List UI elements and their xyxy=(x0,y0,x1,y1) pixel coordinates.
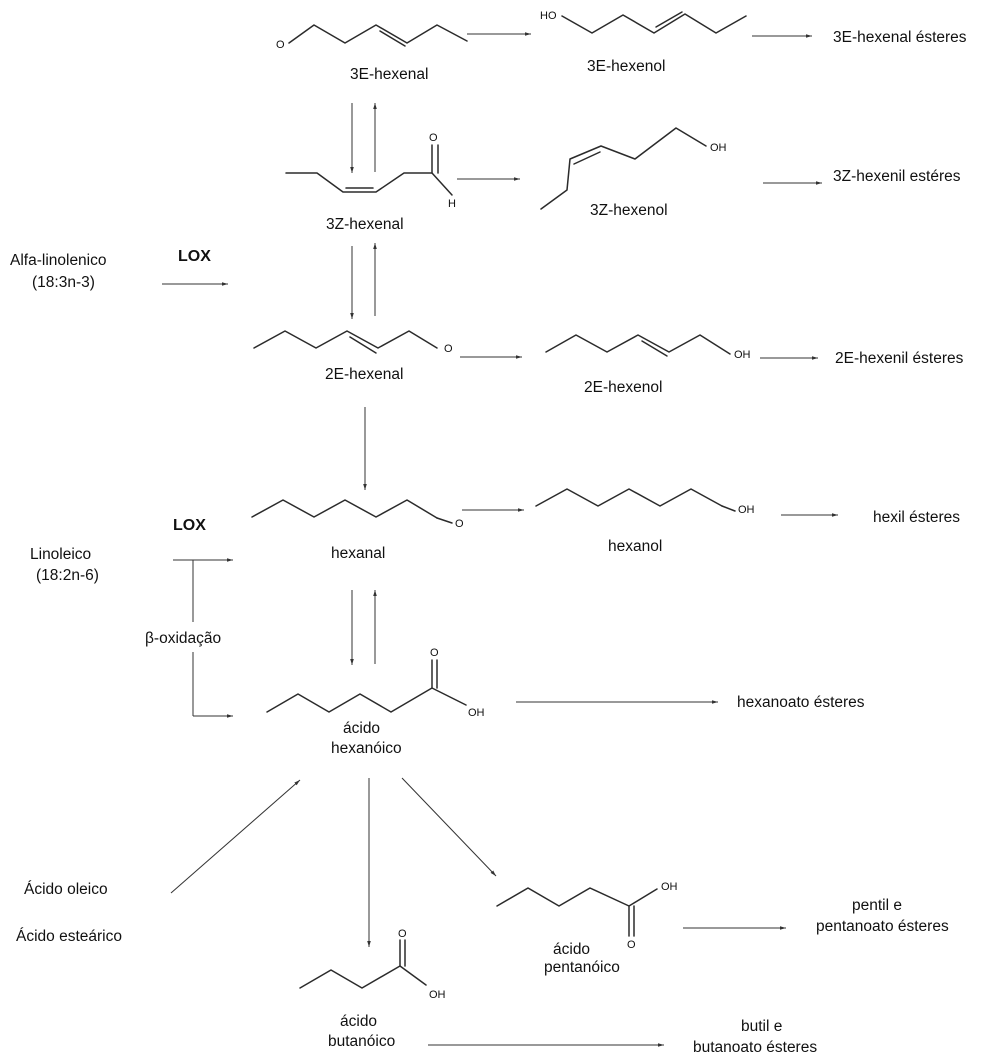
label-linoleico-code: (18:2n-6) xyxy=(36,567,99,584)
structure-pentanoic-acid: OH O xyxy=(496,881,678,951)
label-butil-1: butil e xyxy=(741,1018,782,1035)
label-3e-hexenal: 3E-hexenal xyxy=(350,66,428,83)
label-esters-hexil: hexil ésteres xyxy=(873,509,960,526)
atom-oh: OH xyxy=(429,989,446,1001)
label-3e-hexenol: 3E-hexenol xyxy=(587,58,665,75)
label-lox-1: LOX xyxy=(178,248,211,265)
atom-oh: OH xyxy=(734,349,751,361)
label-hexanoic-2: hexanóico xyxy=(331,740,402,757)
label-esters-hexanoato: hexanoato ésteres xyxy=(737,694,865,711)
arrow-hexanoic-to-pentanoic xyxy=(401,777,497,877)
structure-hexanoic-acid: O OH xyxy=(266,647,485,719)
label-hexanol: hexanol xyxy=(608,538,662,555)
label-acido-estearico: Ácido esteárico xyxy=(16,928,122,945)
label-esters-3e: 3E-hexenal ésteres xyxy=(833,29,967,46)
atom-h: H xyxy=(448,198,456,210)
atom-ho: HO xyxy=(540,10,557,22)
atom-o: O xyxy=(398,928,407,940)
label-2e-hexenal: 2E-hexenal xyxy=(325,366,403,383)
arrow-oleico-to-hexanoic xyxy=(170,779,301,894)
label-esters-2e: 2E-hexenil ésteres xyxy=(835,350,964,367)
atom-oh: OH xyxy=(738,504,755,516)
compound-labels: 3E-hexenal 3E-hexenol 3Z-hexenal 3Z-hexe… xyxy=(325,58,668,1050)
atom-o: O xyxy=(276,39,285,51)
precursor-labels: Alfa-linolenico (18:3n-3) Linoleico (18:… xyxy=(10,252,122,945)
enzyme-labels: LOX LOX β-oxidação xyxy=(145,248,221,647)
reaction-arrows xyxy=(162,32,838,1047)
label-hexanal: hexanal xyxy=(331,545,385,562)
label-butanoic-1: ácido xyxy=(340,1013,377,1030)
label-3z-hexenal: 3Z-hexenal xyxy=(326,216,404,233)
label-hexanoic-1: ácido xyxy=(343,720,380,737)
atom-oh: OH xyxy=(710,142,727,154)
atom-o: O xyxy=(455,518,464,530)
label-esters-3z: 3Z-hexenil estéres xyxy=(833,168,961,185)
label-alfa-linolenico-code: (18:3n-3) xyxy=(32,274,95,291)
atom-o: O xyxy=(430,647,439,659)
structure-hexanol: OH xyxy=(535,488,755,516)
label-pentil-1: pentil e xyxy=(852,897,902,914)
atom-o: O xyxy=(627,939,636,951)
structure-2e-hexenal: O xyxy=(253,330,453,355)
label-acido-oleico: Ácido oleico xyxy=(24,881,108,898)
label-pentanoic-2: pentanóico xyxy=(544,959,620,976)
structure-3e-hexenol: HO xyxy=(540,10,747,34)
label-alfa-linolenico: Alfa-linolenico xyxy=(10,252,107,269)
label-2e-hexenol: 2E-hexenol xyxy=(584,379,662,396)
atom-o: O xyxy=(429,132,438,144)
label-butanoic-2: butanóico xyxy=(328,1033,395,1050)
structure-3z-hexenol: OH xyxy=(540,127,727,210)
label-butil-2: butanoato ésteres xyxy=(693,1039,817,1056)
atom-oh: OH xyxy=(468,707,485,719)
structure-3e-hexenal: O xyxy=(276,24,468,51)
atom-oh: OH xyxy=(661,881,678,893)
structure-hexanal: O xyxy=(251,499,464,530)
structure-2e-hexenol: OH xyxy=(545,334,751,361)
label-lox-2: LOX xyxy=(173,517,206,534)
label-pentil-2: pentanoato ésteres xyxy=(816,918,949,935)
product-labels: 3E-hexenal ésteres 3Z-hexenil estéres 2E… xyxy=(693,29,967,1056)
label-linoleico: Linoleico xyxy=(30,546,91,563)
label-3z-hexenol: 3Z-hexenol xyxy=(590,202,668,219)
label-beta-oxidation: β-oxidação xyxy=(145,630,221,647)
label-pentanoic-1: ácido xyxy=(553,941,590,958)
atom-o: O xyxy=(444,343,453,355)
structure-3z-hexenal: O H xyxy=(285,132,456,210)
structure-butanoic-acid: O OH xyxy=(299,928,446,1001)
